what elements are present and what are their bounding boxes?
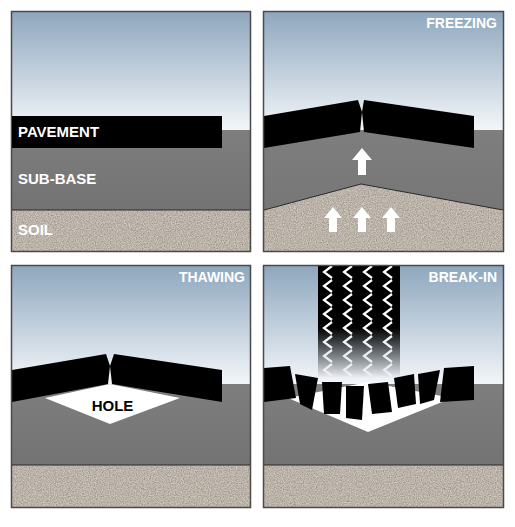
stage-title: BREAK-IN <box>429 270 497 285</box>
layer-label: PAVEMENT <box>18 124 99 141</box>
soil-band: SOIL <box>12 210 250 251</box>
layer-label: SOIL <box>18 222 53 239</box>
stage-title: THAWING <box>179 270 245 285</box>
panel-freezing <box>264 12 504 252</box>
tire-tread <box>318 266 400 378</box>
pavement-band: PAVEMENT <box>12 116 222 148</box>
panel-normal <box>12 12 251 252</box>
panel-break-in <box>264 266 504 508</box>
layer-label: SUB-BASE <box>18 171 96 188</box>
hole-shape: HOLE <box>45 384 180 424</box>
layer-label: HOLE <box>92 398 134 415</box>
panel-thawing <box>12 266 251 508</box>
stage-title: FREEZING <box>426 16 497 31</box>
sub-base-band: SUB-BASE <box>12 148 250 210</box>
